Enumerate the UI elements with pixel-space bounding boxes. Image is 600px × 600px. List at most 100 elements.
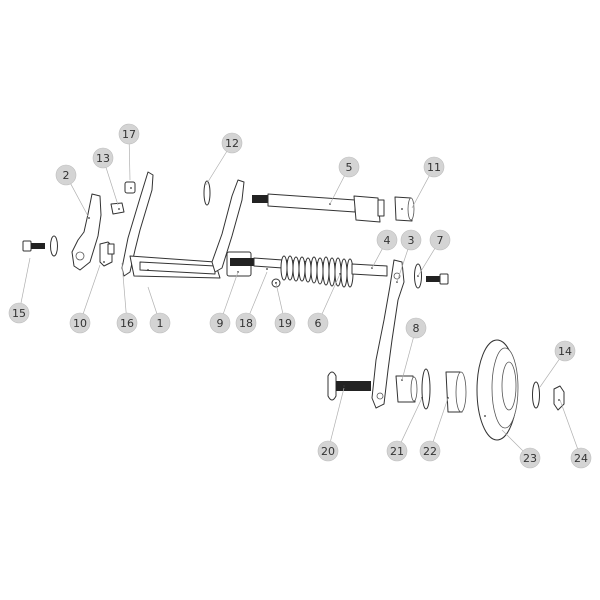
- callout-number: 19: [278, 317, 292, 330]
- callout-number: 23: [523, 452, 537, 465]
- leader-line: [82, 264, 101, 314]
- callout-circle: [338, 156, 360, 178]
- leader-line: [400, 397, 423, 443]
- callout-19: 19: [274, 282, 296, 334]
- part-20-carriage-bolt: [327, 371, 371, 401]
- part-6-spring: [280, 255, 354, 288]
- callout-12: 12: [205, 132, 243, 186]
- callout-18: 18: [235, 271, 268, 334]
- callout-number: 11: [427, 161, 441, 174]
- callout-24: 24: [559, 399, 592, 469]
- leader-line: [329, 175, 345, 205]
- callout-number: 17: [122, 128, 136, 141]
- callout-circle: [519, 447, 541, 469]
- callout-circle: [55, 164, 77, 186]
- part-23-wheel: [476, 339, 519, 441]
- callout-circle: [423, 156, 445, 178]
- callout-number: 15: [12, 307, 26, 320]
- callout-10: 10: [69, 264, 101, 334]
- callout-circle: [92, 147, 114, 169]
- callout-number: 3: [408, 234, 415, 247]
- callout-circle: [386, 440, 408, 462]
- callout-4: 4: [371, 229, 398, 269]
- leader-line: [417, 248, 436, 277]
- callout-5: 5: [329, 156, 360, 205]
- callout-circle: [221, 132, 243, 154]
- callout-circle: [317, 440, 339, 462]
- callout-number: 1: [157, 317, 164, 330]
- callout-9: 9: [209, 271, 239, 334]
- callout-8: 8: [401, 317, 427, 381]
- leader-line: [222, 271, 239, 314]
- part-8-spacer: [395, 375, 418, 403]
- callout-21: 21: [386, 397, 423, 462]
- callout-number: 12: [225, 137, 239, 150]
- callout-number: 4: [384, 234, 391, 247]
- callout-14: 14: [539, 340, 576, 388]
- callout-17: 17: [118, 123, 140, 181]
- leader-line: [20, 257, 31, 304]
- callout-number: 21: [390, 445, 404, 458]
- leader-line: [539, 359, 560, 388]
- callout-11: 11: [411, 156, 445, 209]
- part-21-snap-ring: [421, 368, 431, 410]
- part-15-bolt: [22, 240, 45, 252]
- leader-line: [275, 282, 284, 314]
- leader-line: [432, 397, 449, 442]
- callout-number: 24: [574, 452, 588, 465]
- callout-7: 7: [417, 229, 451, 277]
- callout-circle: [376, 229, 398, 251]
- callout-circle: [400, 229, 422, 251]
- leader-line: [501, 429, 524, 452]
- callout-16: 16: [116, 262, 138, 334]
- callout-6: 6: [307, 273, 341, 334]
- callout-circle: [116, 312, 138, 334]
- leader-line: [401, 337, 414, 381]
- callout-number: 9: [217, 317, 224, 330]
- callout-number: 20: [321, 445, 335, 458]
- leader-line: [70, 183, 89, 217]
- part-washer-left: [50, 235, 58, 257]
- callout-circle: [405, 317, 427, 339]
- callout-22: 22: [419, 397, 449, 462]
- part-11-bushing: [394, 196, 415, 222]
- callout-number: 14: [558, 345, 572, 358]
- callout-circle: [209, 312, 231, 334]
- part-12-washer: [203, 180, 211, 206]
- callout-3: 3: [396, 229, 422, 283]
- leader-line: [147, 286, 158, 314]
- leader-line: [559, 399, 578, 449]
- callout-number: 13: [96, 152, 110, 165]
- callout-number: 2: [63, 169, 70, 182]
- callout-number: 6: [315, 317, 322, 330]
- callout-number: 16: [120, 317, 134, 330]
- callout-circle: [274, 312, 296, 334]
- callout-circle: [419, 440, 441, 462]
- part-bolt-right: [426, 273, 449, 285]
- callout-circle: [307, 312, 329, 334]
- leader-line: [330, 387, 345, 442]
- callout-15: 15: [8, 257, 31, 324]
- leader-line: [128, 143, 131, 181]
- part-14-washer: [532, 381, 540, 409]
- leader-line: [396, 249, 409, 283]
- leader-line: [205, 151, 228, 186]
- callout-number: 5: [346, 161, 353, 174]
- part-2-bracket-plate: [71, 193, 102, 271]
- callout-number: 7: [437, 234, 444, 247]
- callout-circle: [118, 123, 140, 145]
- callout-circle: [69, 312, 91, 334]
- callout-1: 1: [147, 286, 171, 334]
- callout-circle: [149, 312, 171, 334]
- callout-number: 18: [239, 317, 253, 330]
- callout-circle: [8, 302, 30, 324]
- callout-number: 10: [73, 317, 87, 330]
- callout-23: 23: [501, 429, 541, 469]
- part-5-shaft: [252, 193, 385, 223]
- leader-line: [411, 175, 430, 209]
- callout-number: 8: [413, 322, 420, 335]
- part-17-clip: [124, 181, 136, 194]
- part-13-block: [110, 202, 125, 215]
